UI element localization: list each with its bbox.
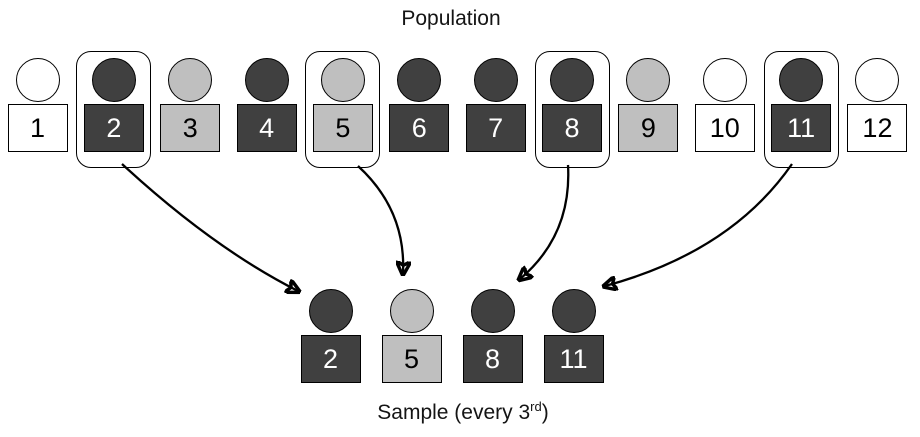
person-number-box: 8 xyxy=(542,104,603,152)
population-member-11: 11 xyxy=(763,51,839,168)
population-member-10: 10 xyxy=(687,58,762,152)
person-head-icon xyxy=(626,58,671,102)
person-number: 7 xyxy=(488,112,504,143)
person-number-box: 2 xyxy=(83,104,144,152)
sample-caption-suffix: ) xyxy=(541,401,549,424)
person-head-icon xyxy=(389,289,434,333)
person-number: 9 xyxy=(640,112,656,143)
population-member-3: 3 xyxy=(153,58,228,152)
person-number-box: 10 xyxy=(694,104,755,152)
sample-member-11: 11 xyxy=(536,289,611,383)
person-number-box: 2 xyxy=(300,335,361,383)
person-number-box: 5 xyxy=(312,104,373,152)
population-member-5: 5 xyxy=(305,51,381,168)
sample-member-8: 8 xyxy=(455,289,530,383)
person-number-box: 9 xyxy=(618,104,679,152)
population-title: Population xyxy=(401,7,501,30)
population-member-6: 6 xyxy=(382,58,457,152)
person-number-box: 4 xyxy=(236,104,297,152)
person-head-icon xyxy=(308,289,353,333)
person-number: 2 xyxy=(106,112,122,143)
person-head-icon xyxy=(470,289,515,333)
sample-caption-superscript: rd xyxy=(530,399,542,414)
person-number-box: 7 xyxy=(465,104,526,152)
person-head-icon xyxy=(550,58,595,102)
sample-caption: Sample (every 3rd) xyxy=(377,399,548,425)
person-head-icon xyxy=(702,58,747,102)
person-number-box: 6 xyxy=(389,104,450,152)
person-number: 5 xyxy=(335,112,351,143)
person-head-icon xyxy=(15,58,60,102)
population-member-7: 7 xyxy=(458,58,533,152)
population-row: 1 2 3 4 5 6 7 8 xyxy=(0,51,915,168)
population-member-2: 2 xyxy=(76,51,152,168)
population-member-1: 1 xyxy=(0,58,75,152)
person-number: 1 xyxy=(29,112,46,143)
arrow-5-to-sample xyxy=(357,165,403,273)
person-number: 8 xyxy=(564,112,580,143)
sample-member-5: 5 xyxy=(374,289,449,383)
person-number: 10 xyxy=(709,112,740,143)
sample-member-2: 2 xyxy=(293,289,368,383)
person-number: 6 xyxy=(411,112,427,143)
person-number: 3 xyxy=(182,112,198,143)
person-number: 11 xyxy=(559,343,588,374)
person-head-icon xyxy=(244,58,289,102)
population-member-12: 12 xyxy=(840,58,915,152)
person-number: 8 xyxy=(484,343,501,374)
sample-row: 2 5 8 11 xyxy=(293,289,611,383)
person-number: 2 xyxy=(322,343,339,374)
population-member-9: 9 xyxy=(611,58,686,152)
population-member-8: 8 xyxy=(534,51,610,168)
sample-caption-prefix: Sample (every 3 xyxy=(377,401,531,424)
person-number-box: 1 xyxy=(7,104,68,152)
person-head-icon xyxy=(855,58,900,102)
person-number: 12 xyxy=(862,112,893,143)
person-number-box: 12 xyxy=(847,104,908,152)
person-number: 11 xyxy=(787,112,816,143)
person-head-icon xyxy=(473,58,518,102)
person-head-icon xyxy=(397,58,442,102)
person-head-icon xyxy=(551,289,596,333)
person-number: 4 xyxy=(259,112,275,143)
person-number-box: 3 xyxy=(160,104,221,152)
person-head-icon xyxy=(320,58,365,102)
population-member-4: 4 xyxy=(229,58,304,152)
person-head-icon xyxy=(779,58,824,102)
arrow-2-to-sample xyxy=(121,163,298,291)
person-head-icon xyxy=(168,58,213,102)
person-number: 5 xyxy=(403,343,420,374)
person-number-box: 8 xyxy=(462,335,523,383)
arrow-11-to-sample xyxy=(605,163,793,286)
person-head-icon xyxy=(91,58,136,102)
person-number-box: 11 xyxy=(771,104,832,152)
arrow-8-to-sample xyxy=(520,164,570,279)
person-number-box: 5 xyxy=(381,335,442,383)
person-number-box: 11 xyxy=(543,335,604,383)
